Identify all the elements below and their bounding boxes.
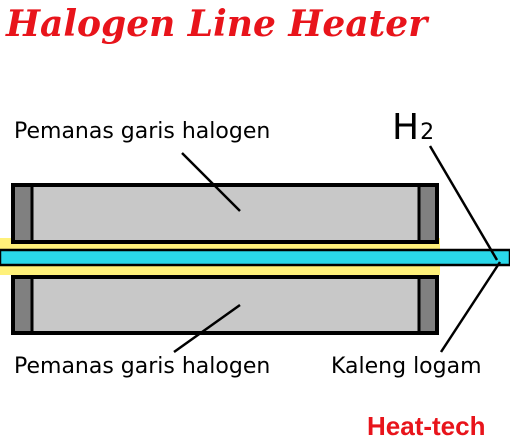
heater-bottom-right-cap [419, 279, 435, 331]
heater-block-top [11, 183, 439, 244]
label-heater-bottom: Pemanas garis halogen [14, 354, 270, 379]
label-metal-can: Kaleng logam [331, 354, 482, 379]
heater-bottom-body [11, 275, 439, 335]
leader-line-heater-bottom [173, 303, 241, 354]
label-h2: H2 [392, 107, 434, 148]
label-heater-top: Pemanas garis halogen [14, 119, 270, 144]
heater-top-left-cap [15, 187, 32, 240]
heater-top-body [11, 183, 439, 244]
metal-can-tube [0, 248, 510, 267]
leader-line-heater-top [181, 152, 241, 212]
label-h2-main: H [392, 107, 419, 148]
heater-top-right-cap [419, 187, 435, 240]
heater-bottom-left-cap [15, 279, 32, 331]
leader-line-metal-can [439, 261, 502, 353]
leader-line-h2 [428, 145, 499, 261]
label-h2-subscript: 2 [420, 120, 434, 145]
diagram-title: Halogen Line Heater [5, 3, 430, 45]
brand-heat-tech: Heat-tech [367, 411, 485, 441]
heater-block-bottom [11, 275, 439, 335]
